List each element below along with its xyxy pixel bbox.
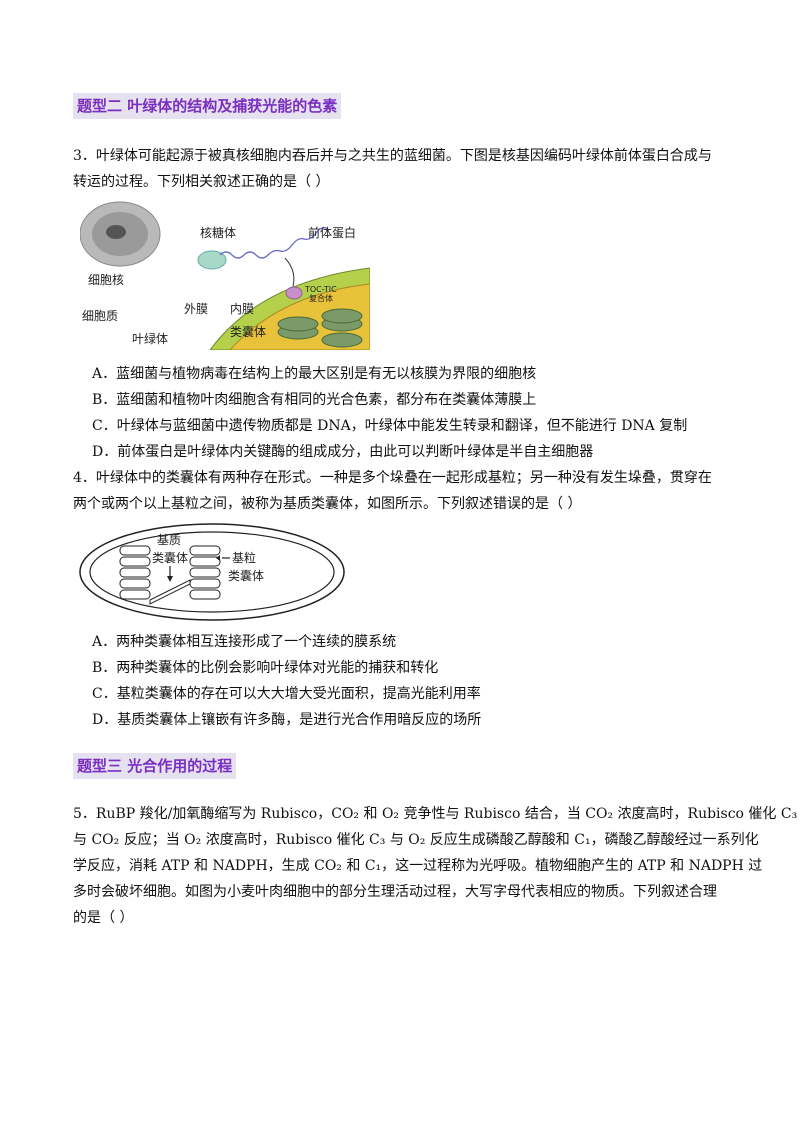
label-thylakoid: 类囊体 bbox=[230, 324, 266, 339]
q4-figure-thylakoids: 基质 类囊体 基粒 类囊体 bbox=[79, 523, 345, 621]
label-stroma-1: 基质 bbox=[157, 533, 181, 547]
label-chloroplast: 叶绿体 bbox=[132, 331, 168, 346]
q3-option-d[interactable]: D．前体蛋白是叶绿体内关键酶的组成成分，由此可以判断叶绿体是半自主细胞器 bbox=[92, 444, 594, 460]
label-complex: 复合体 bbox=[309, 293, 333, 303]
label-grana-2: 类囊体 bbox=[228, 568, 264, 583]
label-grana-1: 基粒 bbox=[232, 550, 256, 565]
q4-option-c[interactable]: C．基粒类囊体的存在可以大大增大受光面积，提高光能利用率 bbox=[92, 686, 481, 702]
label-nucleus: 细胞核 bbox=[88, 273, 124, 287]
q3-option-b[interactable]: B．蓝细菌和植物叶肉细胞含有相同的光合色素，都分布在类囊体薄膜上 bbox=[92, 392, 537, 408]
label-stroma-2: 类囊体 bbox=[152, 550, 188, 565]
stroma-pointer-arrowhead bbox=[167, 576, 173, 582]
q3-text-line-1: 3．叶绿体可能起源于被真核细胞内吞后并与之共生的蓝细菌。下图是核基因编码叶绿体前… bbox=[73, 148, 712, 164]
label-precursor-protein: 前体蛋白 bbox=[308, 225, 356, 240]
precursor-protein-chain bbox=[219, 227, 329, 259]
nucleolus-shape bbox=[106, 225, 126, 239]
ribosome-shape bbox=[197, 250, 227, 270]
q4-text-line-1: 4．叶绿体中的类囊体有两种存在形式。一种是多个垛叠在一起形成基粒；另一种没有发生… bbox=[73, 470, 712, 486]
thylakoid-stacks bbox=[277, 308, 363, 348]
q5-text-line-5: 的是（ ） bbox=[73, 910, 134, 926]
q3-option-a[interactable]: A．蓝细菌与植物病毒在结构上的最大区别是有无以核膜为界限的细胞核 bbox=[92, 366, 537, 382]
chloroplast-inner-membrane bbox=[89, 531, 335, 613]
toc-tic-complex-shape bbox=[285, 286, 303, 300]
q5-text-line-3: 学反应，消耗 ATP 和 NADPH，生成 CO₂ 和 C₁，这一过程称为光呼吸… bbox=[73, 858, 763, 874]
q4-option-d[interactable]: D．基质类囊体上镶嵌有许多酶，是进行光合作用暗反应的场所 bbox=[92, 712, 482, 728]
granum-right bbox=[189, 545, 221, 600]
q3-text-line-2: 转运的过程。下列相关叙述正确的是（ ） bbox=[73, 174, 330, 190]
q5-text-line-2: 与 CO₂ 反应；当 O₂ 浓度高时，Rubisco 催化 C₃ 与 O₂ 反应… bbox=[73, 832, 759, 848]
label-inner-membrane: 内膜 bbox=[230, 302, 254, 316]
section-heading-2: 题型二 叶绿体的结构及捕获光能的色素 bbox=[73, 93, 342, 119]
q3-option-c[interactable]: C．叶绿体与蓝细菌中遗传物质都是 DNA，叶绿体中能发生转录和翻译，但不能进行 … bbox=[92, 418, 688, 434]
q3-figure-chloroplast-transport: 核糖体 前体蛋白 细胞核 细胞质 叶绿体 外膜 内膜 类囊体 TOC-TIC 复… bbox=[80, 201, 370, 350]
granum-left bbox=[119, 545, 151, 600]
grana-pointer-arrowhead bbox=[216, 555, 220, 561]
q4-option-a[interactable]: A．两种类囊体相互连接形成了一个连续的膜系统 bbox=[92, 634, 397, 650]
stroma-thylakoid-connector bbox=[149, 579, 191, 605]
label-toc-tic: TOC-TIC bbox=[304, 285, 337, 294]
chloroplast-outer-membrane bbox=[79, 523, 345, 621]
label-cytoplasm: 细胞质 bbox=[82, 309, 118, 323]
q5-text-line-4: 多时会破坏细胞。如图为小麦叶肉细胞中的部分生理活动过程，大写字母代表相应的物质。… bbox=[73, 884, 717, 900]
label-outer-membrane: 外膜 bbox=[184, 302, 208, 316]
q4-text-line-2: 两个或两个以上基粒之间，被称为基质类囊体，如图所示。下列叙述错误的是（ ） bbox=[73, 496, 582, 512]
q4-option-b[interactable]: B．两种类囊体的比例会影响叶绿体对光能的捕获和转化 bbox=[92, 660, 439, 676]
section-heading-3: 题型三 光合作用的过程 bbox=[73, 753, 237, 779]
q5-text-line-1: 5．RuBP 羧化/加氧酶缩写为 Rubisco，CO₂ 和 O₂ 竞争性与 R… bbox=[73, 806, 798, 822]
label-ribosome: 核糖体 bbox=[200, 225, 236, 240]
